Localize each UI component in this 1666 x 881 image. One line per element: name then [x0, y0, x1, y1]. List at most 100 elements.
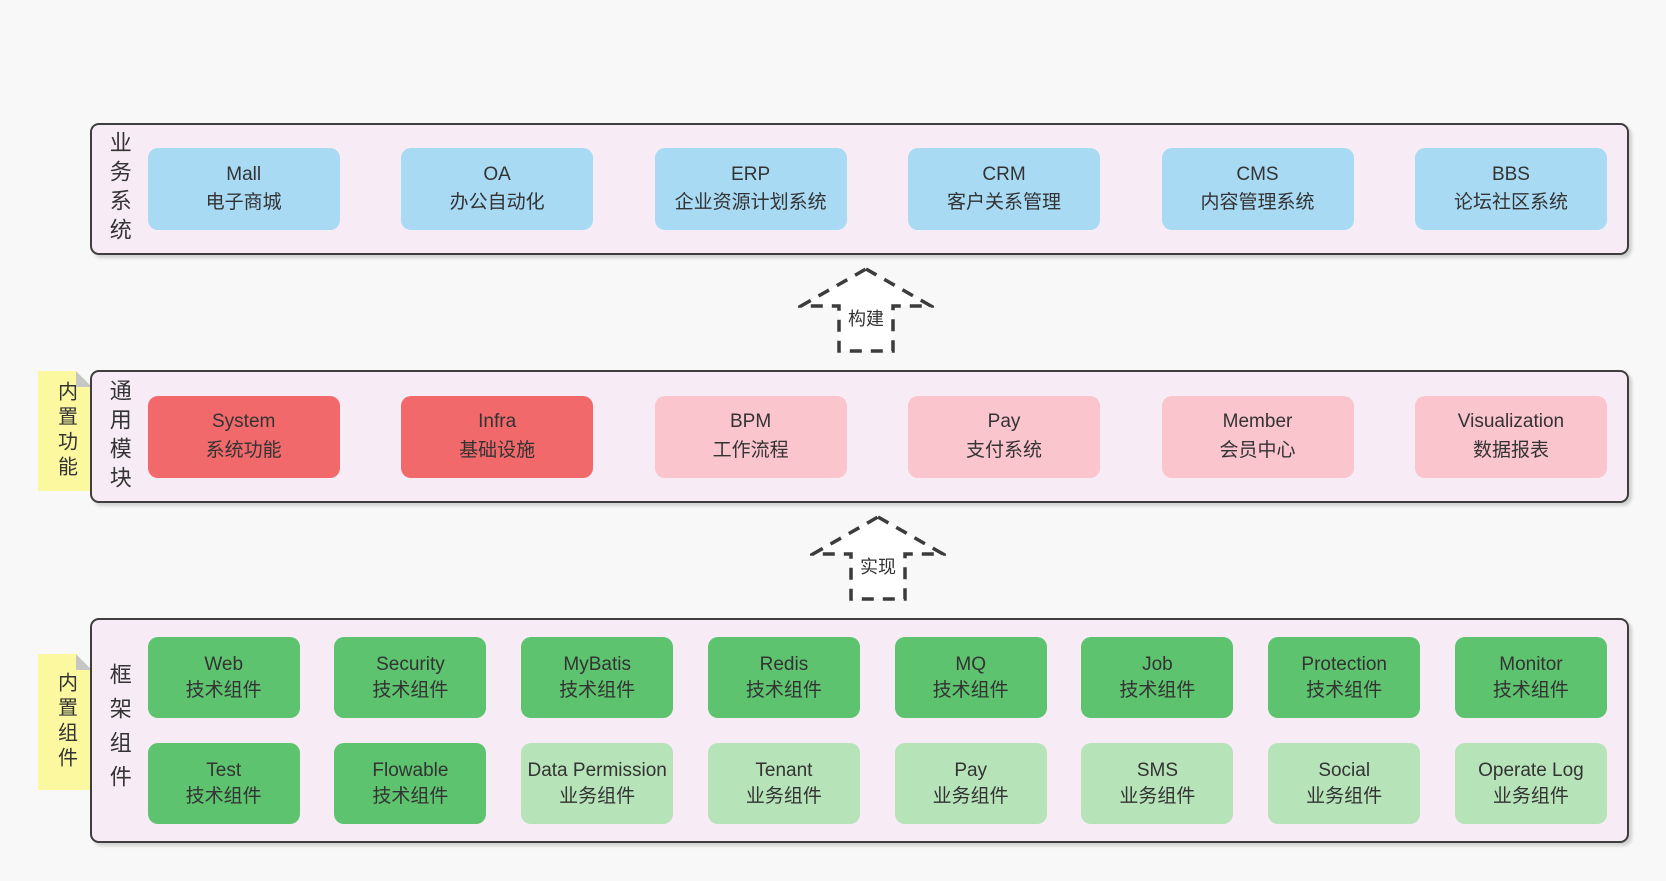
box-subtitle: 业务组件: [932, 785, 1009, 807]
box-subtitle: 业务组件: [745, 785, 822, 807]
box-row: Test 技术组件 Flowable 技术组件 Data Permission …: [147, 743, 1607, 824]
box-cms: CMS 内容管理系统: [1161, 148, 1354, 230]
box-title: Operate Log: [1478, 760, 1584, 782]
box-title: Visualization: [1457, 411, 1565, 432]
box-title: Social: [1318, 760, 1371, 782]
box-bpm: BPM 工作流程: [654, 395, 847, 478]
box-visualization: Visualization 数据报表: [1414, 395, 1607, 478]
box-title: Monitor: [1499, 654, 1563, 676]
box-subtitle: 基础设施: [459, 439, 536, 461]
box-title: Redis: [759, 654, 809, 676]
arrow-build: 构建: [798, 266, 934, 354]
box-mybatis: MyBatis 技术组件: [521, 637, 674, 718]
box-subtitle: 技术组件: [1306, 679, 1383, 701]
layer-common-modules: 通用模块 System 系统功能 Infra 基础设施 BPM 工作流程 Pay…: [90, 370, 1629, 503]
box-title: CMS: [1236, 163, 1279, 185]
sticky-note-text: 内置组件: [54, 672, 77, 772]
box-title: BPM: [730, 411, 772, 432]
box-subtitle: 业务组件: [1306, 785, 1383, 807]
box-title: Flowable: [372, 760, 449, 782]
box-member: Member 会员中心: [1161, 395, 1354, 478]
box-subtitle: 数据报表: [1472, 439, 1549, 461]
box-system: System 系统功能: [147, 395, 340, 478]
box-mall: Mall 电子商城: [147, 148, 340, 230]
layer-business-systems: 业务系统 Mall 电子商城 OA 办公自动化 ERP 企业资源计划系统 CRM…: [90, 123, 1629, 255]
box-subtitle: 业务组件: [1119, 785, 1196, 807]
box-subtitle: 技术组件: [372, 679, 449, 701]
box-subtitle: 业务组件: [1492, 785, 1569, 807]
box-title: MyBatis: [563, 654, 631, 676]
arrow-build-label: 构建: [845, 305, 887, 331]
box-title: OA: [483, 163, 511, 185]
box-subtitle: 支付系统: [966, 439, 1043, 461]
box-mq: MQ 技术组件: [894, 637, 1047, 718]
sticky-note-text: 内置功能: [54, 381, 77, 481]
box-title: MQ: [955, 654, 986, 676]
layer-boxes-area: Mall 电子商城 OA 办公自动化 ERP 企业资源计划系统 CRM 客户关系…: [134, 148, 1627, 230]
box-data-permission: Data Permission 业务组件: [521, 743, 674, 824]
box-bbs: BBS 论坛社区系统: [1414, 148, 1607, 230]
box-subtitle: 技术组件: [1492, 679, 1569, 701]
box-subtitle: 技术组件: [932, 679, 1009, 701]
box-title: Web: [204, 654, 244, 676]
box-pay-business: Pay 业务组件: [894, 743, 1047, 824]
box-infra: Infra 基础设施: [401, 395, 594, 478]
box-title: Member: [1222, 411, 1293, 432]
box-operate-log: Operate Log 业务组件: [1454, 743, 1607, 824]
box-erp: ERP 企业资源计划系统: [654, 148, 847, 230]
box-pay: Pay 支付系统: [908, 395, 1101, 478]
box-subtitle: 内容管理系统: [1200, 192, 1315, 213]
box-subtitle: 企业资源计划系统: [674, 192, 827, 213]
side-label-common-modules: 通用模块: [106, 378, 132, 495]
side-label-business-systems: 业务系统: [106, 131, 132, 247]
box-security: Security 技术组件: [334, 637, 487, 718]
box-subtitle: 系统功能: [205, 439, 282, 461]
box-subtitle: 工作流程: [712, 439, 789, 461]
box-social: Social 业务组件: [1268, 743, 1421, 824]
box-job: Job 技术组件: [1081, 637, 1234, 718]
box-subtitle: 技术组件: [185, 679, 262, 701]
box-title: Job: [1142, 654, 1173, 676]
arrow-implement: 实现: [810, 514, 946, 602]
box-title: Security: [376, 654, 445, 676]
box-subtitle: 会员中心: [1219, 439, 1296, 461]
box-subtitle: 电子商城: [205, 192, 282, 213]
box-crm: CRM 客户关系管理: [908, 148, 1101, 230]
box-subtitle: 技术组件: [372, 785, 449, 807]
layer-framework-components: 框架组件 Web 技术组件 Security 技术组件 MyBatis 技术组件…: [90, 618, 1629, 843]
layer-boxes-area: System 系统功能 Infra 基础设施 BPM 工作流程 Pay 支付系统…: [134, 395, 1627, 478]
box-subtitle: 技术组件: [559, 679, 636, 701]
box-title: CRM: [982, 163, 1026, 185]
box-test: Test 技术组件: [147, 743, 300, 824]
box-title: SMS: [1136, 760, 1179, 782]
box-tenant: Tenant 业务组件: [707, 743, 860, 824]
box-title: Data Permission: [527, 760, 667, 782]
box-row: System 系统功能 Infra 基础设施 BPM 工作流程 Pay 支付系统…: [147, 395, 1607, 478]
box-subtitle: 业务组件: [559, 785, 636, 807]
side-label-framework-components: 框架组件: [106, 662, 132, 799]
box-title: BBS: [1491, 163, 1530, 185]
box-protection: Protection 技术组件: [1268, 637, 1421, 718]
box-title: Pay: [954, 760, 988, 782]
box-title: Pay: [987, 411, 1021, 432]
box-title: ERP: [731, 163, 771, 185]
sticky-note-built-in-features: 内置功能: [38, 371, 92, 491]
box-subtitle: 技术组件: [745, 679, 822, 701]
box-title: Tenant: [755, 760, 813, 782]
box-subtitle: 办公自动化: [449, 192, 545, 213]
box-subtitle: 技术组件: [1119, 679, 1196, 701]
box-flowable: Flowable 技术组件: [334, 743, 487, 824]
box-subtitle: 客户关系管理: [947, 192, 1062, 213]
box-row: Mall 电子商城 OA 办公自动化 ERP 企业资源计划系统 CRM 客户关系…: [147, 148, 1607, 230]
layer-boxes-area: Web 技术组件 Security 技术组件 MyBatis 技术组件 Redi…: [134, 637, 1627, 824]
box-row: Web 技术组件 Security 技术组件 MyBatis 技术组件 Redi…: [147, 637, 1607, 718]
box-monitor: Monitor 技术组件: [1454, 637, 1607, 718]
box-sms: SMS 业务组件: [1081, 743, 1234, 824]
sticky-note-built-in-components: 内置组件: [38, 654, 92, 790]
box-title: Protection: [1301, 654, 1387, 676]
box-web: Web 技术组件: [147, 637, 300, 718]
box-oa: OA 办公自动化: [401, 148, 594, 230]
box-subtitle: 论坛社区系统: [1453, 192, 1568, 213]
box-subtitle: 技术组件: [185, 785, 262, 807]
